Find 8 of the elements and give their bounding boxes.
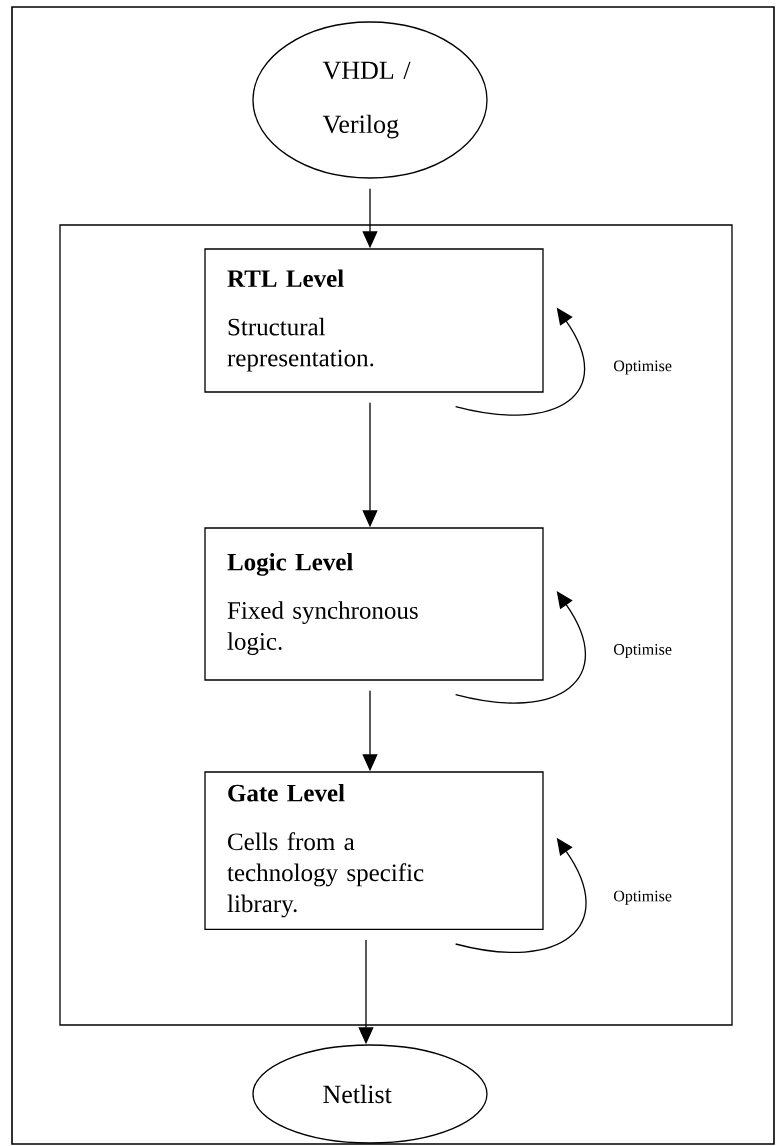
process-box: Logic Level Fixed synchronous logic.: [204, 527, 544, 681]
edge-label: Optimise: [612, 359, 673, 376]
loop-arrow: [455, 591, 587, 704]
edge-label: Optimise: [612, 889, 673, 906]
process-box: RTL Level Structural representation.: [204, 248, 544, 393]
process-box: Gate Level Cells from a technology specific library.: [204, 771, 544, 930]
edge-label: Optimise: [612, 643, 673, 659]
container-box: [59, 224, 733, 1026]
